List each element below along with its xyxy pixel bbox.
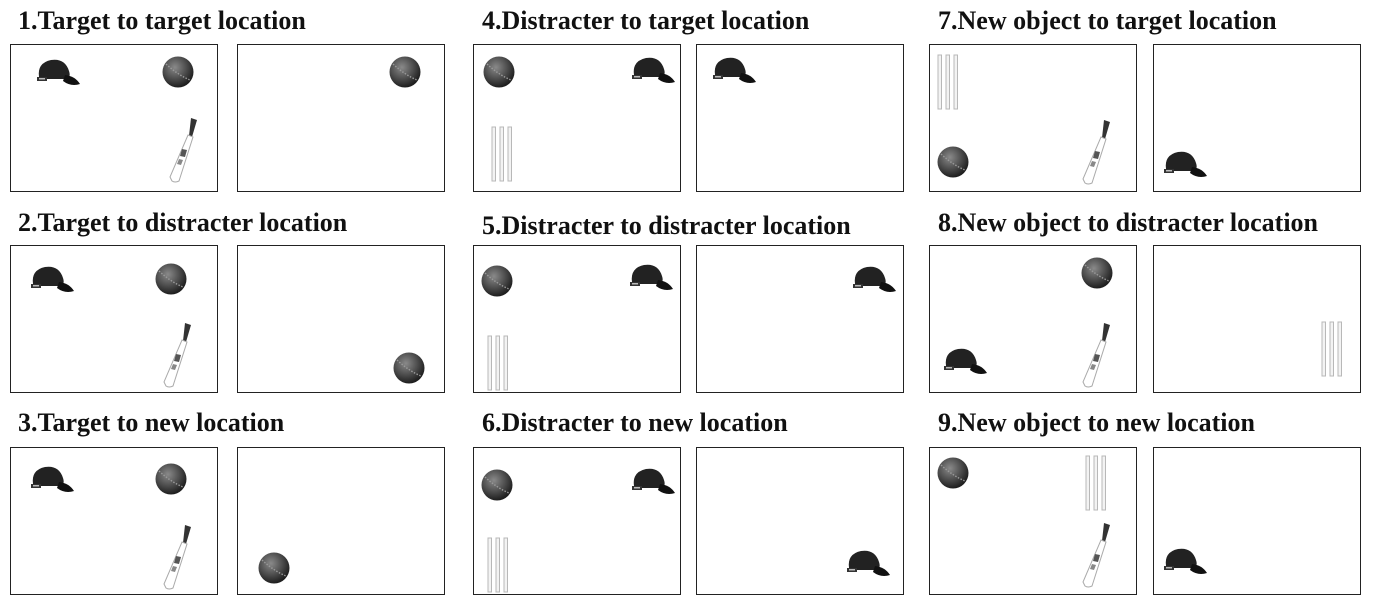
cell-7-study-panel (929, 44, 1137, 192)
cap-icon (841, 548, 891, 580)
cell-8-test-panel (1153, 245, 1361, 393)
cap-icon (847, 264, 897, 296)
stumps-icon (1320, 320, 1344, 378)
cell-6-test-panel (696, 447, 904, 595)
ball-icon (1080, 256, 1114, 290)
ball-icon (154, 462, 188, 496)
ball-icon (936, 456, 970, 490)
cap-icon (624, 262, 674, 294)
cell-4-study-panel (473, 44, 681, 192)
cell-5-study-panel (473, 245, 681, 393)
cell-3-test-panel (237, 447, 445, 595)
cell-8-study-panel (929, 245, 1137, 393)
cell-6-title: 6.Distracter to new location (482, 408, 788, 437)
cell-1-title: 1.Target to target location (18, 6, 306, 35)
cell-2-study-panel (10, 245, 218, 393)
cap-icon (1158, 149, 1208, 181)
cell-4-test-panel (696, 44, 904, 192)
cell-9-title: 9.New object to new location (938, 408, 1255, 437)
cap-icon (626, 55, 676, 87)
ball-icon (392, 351, 426, 385)
cell-7-test-panel (1153, 44, 1361, 192)
ball-icon (154, 262, 188, 296)
ball-icon (257, 551, 291, 585)
stumps-icon (490, 125, 514, 183)
stumps-icon (936, 53, 960, 111)
cap-icon (25, 464, 75, 496)
bat-icon (167, 115, 201, 185)
cell-2-title: 2.Target to distracter location (18, 208, 348, 237)
cell-5-title: 5.Distracter to distracter location (482, 211, 851, 240)
stumps-icon (486, 334, 510, 392)
stumps-icon (486, 536, 510, 594)
cell-6-study-panel (473, 447, 681, 595)
bat-icon (161, 522, 195, 592)
cell-5-test-panel (696, 245, 904, 393)
bat-icon (1080, 117, 1114, 187)
cap-icon (938, 346, 988, 378)
cap-icon (25, 264, 75, 296)
cap-icon (626, 466, 676, 498)
ball-icon (936, 145, 970, 179)
bat-icon (161, 320, 195, 390)
ball-icon (388, 55, 422, 89)
cell-1-test-panel (237, 44, 445, 192)
cell-7-title: 7.New object to target location (938, 6, 1277, 35)
cell-8-title: 8.New object to distracter location (938, 208, 1319, 237)
bat-icon (1080, 520, 1114, 590)
cap-icon (707, 55, 757, 87)
cell-9-study-panel (929, 447, 1137, 595)
ball-icon (480, 264, 514, 298)
cell-9-test-panel (1153, 447, 1361, 595)
cap-icon (1158, 546, 1208, 578)
cell-4-title: 4.Distracter to target location (482, 6, 810, 35)
stumps-icon (1084, 454, 1108, 512)
ball-icon (482, 55, 516, 89)
cell-3-title: 3.Target to new location (18, 408, 285, 437)
cell-2-test-panel (237, 245, 445, 393)
ball-icon (480, 468, 514, 502)
bat-icon (1080, 320, 1114, 390)
cell-1-study-panel (10, 44, 218, 192)
ball-icon (161, 55, 195, 89)
cell-3-study-panel (10, 447, 218, 595)
cap-icon (31, 57, 81, 89)
